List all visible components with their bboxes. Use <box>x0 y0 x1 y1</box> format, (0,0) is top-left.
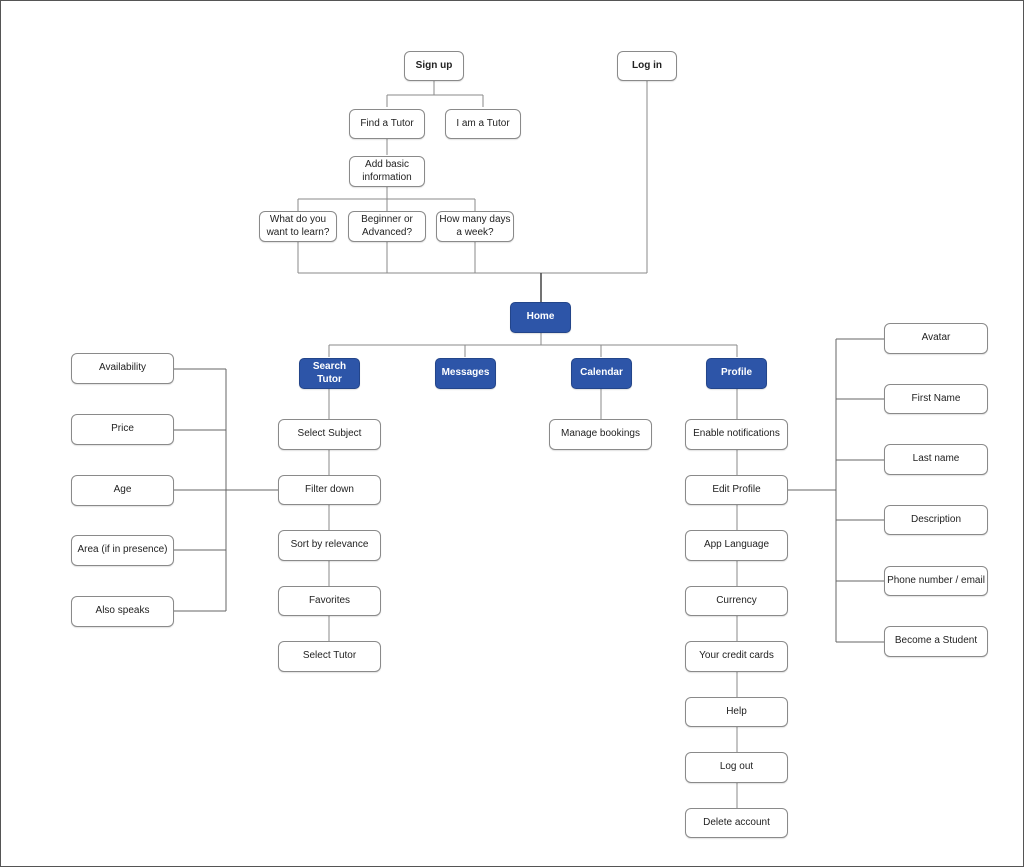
avatar-node: Avatar <box>884 323 988 354</box>
find-tutor-node: Find a Tutor <box>349 109 425 139</box>
age-node: Age <box>71 475 174 506</box>
home-node: Home <box>510 302 571 333</box>
sign-up-node: Sign up <box>404 51 464 81</box>
connector <box>328 333 738 357</box>
search-tutor-node: Search Tutor <box>299 358 360 389</box>
profile-node: Profile <box>706 358 767 389</box>
currency-node: Currency <box>685 586 788 616</box>
availability-node: Availability <box>71 353 174 384</box>
description-node: Description <box>884 505 988 535</box>
what-learn-node: What do you want to learn? <box>259 211 337 242</box>
select-tutor-node: Select Tutor <box>278 641 381 672</box>
connector <box>788 338 884 643</box>
app-language-node: App Language <box>685 530 788 561</box>
also-speaks-node: Also speaks <box>71 596 174 627</box>
sort-relevance-node: Sort by relevance <box>278 530 381 561</box>
first-name-node: First Name <box>884 384 988 414</box>
days-week-node: How many days a week? <box>436 211 514 242</box>
calendar-node: Calendar <box>571 358 632 389</box>
price-node: Price <box>71 414 174 445</box>
become-student-node: Become a Student <box>884 626 988 657</box>
select-subject-node: Select Subject <box>278 419 381 450</box>
delete-account-node: Delete account <box>685 808 788 838</box>
messages-node: Messages <box>435 358 496 389</box>
connector <box>174 368 278 612</box>
filter-down-node: Filter down <box>278 475 381 505</box>
manage-bookings-node: Manage bookings <box>549 419 652 450</box>
beginner-advanced-node: Beginner or Advanced? <box>348 211 426 242</box>
add-basic-info-node: Add basic information <box>349 156 425 187</box>
phone-email-node: Phone number / email <box>884 566 988 596</box>
connector <box>297 81 648 274</box>
area-node: Area (if in presence) <box>71 535 174 566</box>
connector <box>297 187 476 211</box>
credit-cards-node: Your credit cards <box>685 641 788 672</box>
log-in-node: Log in <box>617 51 677 81</box>
log-out-node: Log out <box>685 752 788 783</box>
edit-profile-node: Edit Profile <box>685 475 788 505</box>
i-am-tutor-node: I am a Tutor <box>445 109 521 139</box>
last-name-node: Last name <box>884 444 988 475</box>
enable-notifications-node: Enable notifications <box>685 419 788 450</box>
connector <box>386 81 484 107</box>
favorites-node: Favorites <box>278 586 381 616</box>
help-node: Help <box>685 697 788 727</box>
